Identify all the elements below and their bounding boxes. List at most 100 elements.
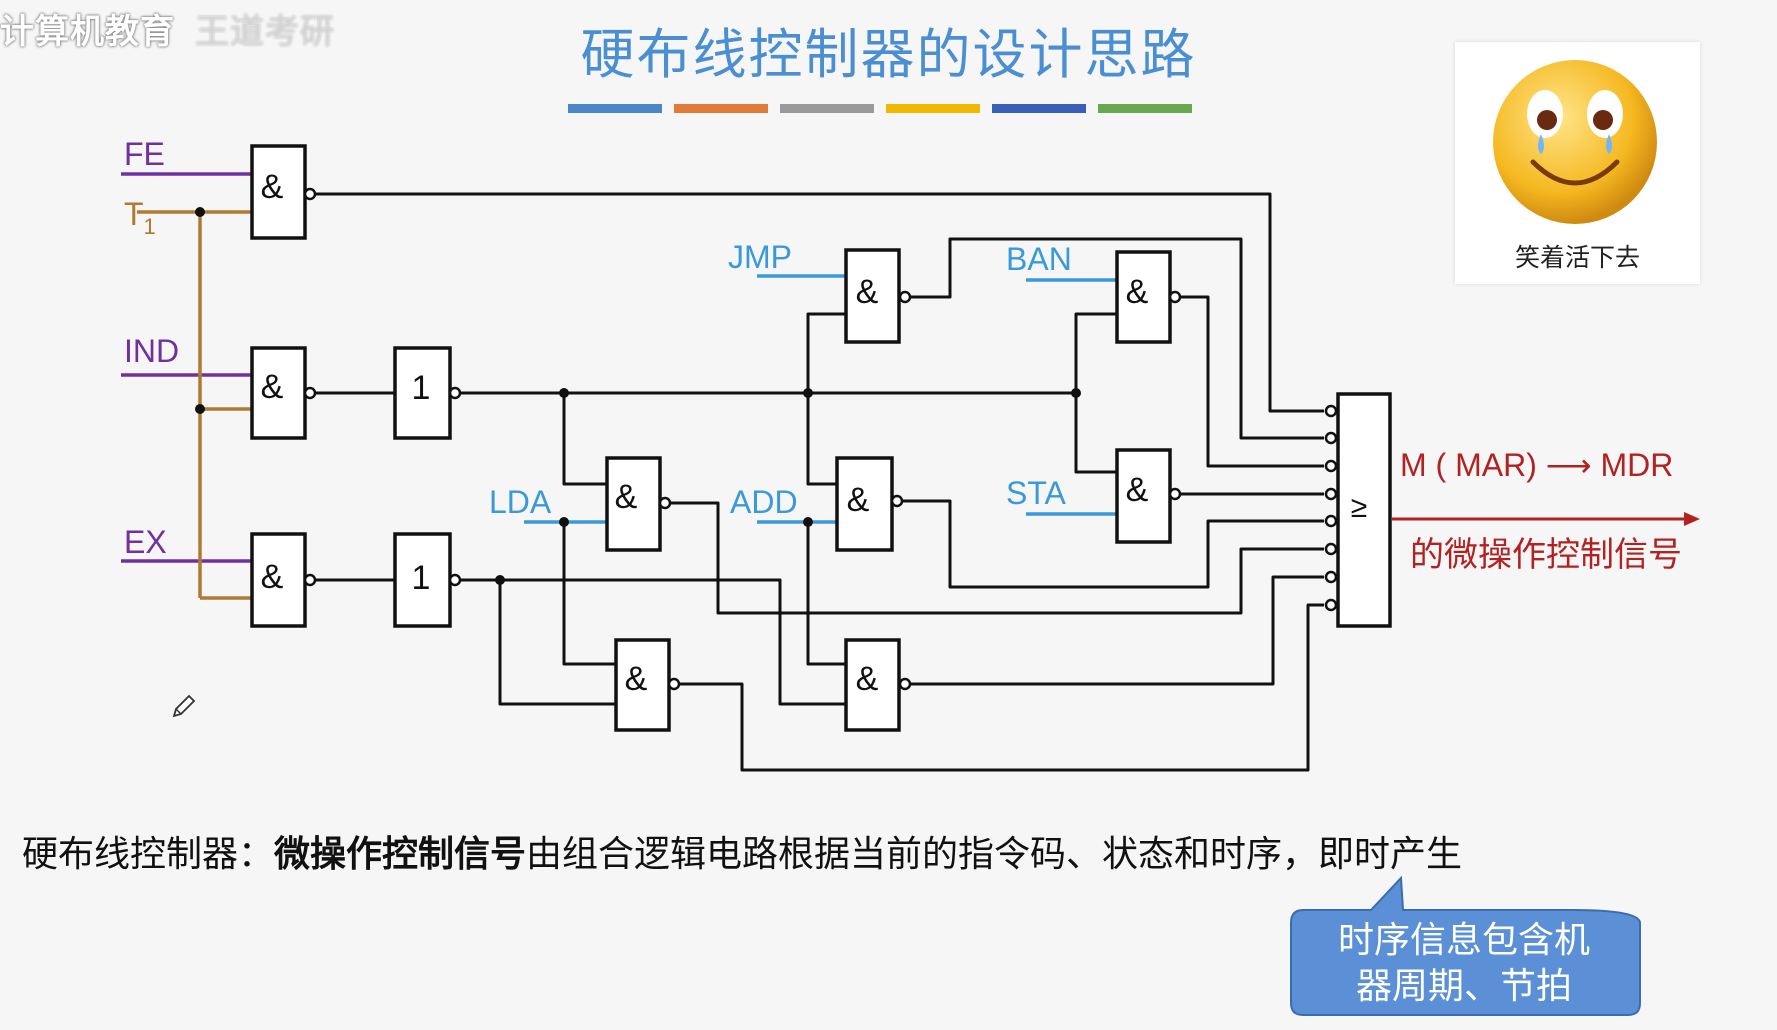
fe-label: FE (124, 136, 165, 172)
ban-gate-input-wire (1074, 312, 1117, 393)
inversion-bubble (448, 573, 462, 587)
circuit-diagram: & & & 1 1 & & & & & & & ≥ FE T1 IND EX J… (121, 136, 1700, 772)
inversion-bubble (1168, 290, 1182, 304)
inversion-bubble (1324, 514, 1338, 528)
gate-symbol: & (261, 368, 284, 406)
gate-symbol: ≥ (1351, 491, 1367, 524)
inversion-bubble (303, 573, 317, 587)
title-bar-segment-5 (992, 104, 1086, 113)
title-bar-segment-4 (886, 104, 980, 113)
add-gate-output-wire (902, 499, 1324, 589)
inversion-bubble (1168, 487, 1182, 501)
t1-label-sub: 1 (144, 214, 156, 239)
description-prefix: 硬布线控制器： (22, 834, 275, 875)
inversion-bubble (898, 677, 912, 691)
gate7-output-wire (679, 603, 1324, 772)
inversion-bubble (667, 677, 681, 691)
gate-symbol: & (261, 168, 284, 206)
inversion-bubble (303, 187, 317, 201)
emoji-card: 笑着活下去 (1455, 42, 1700, 284)
description-text: 硬布线控制器：微操作控制信号由组合逻辑电路根据当前的指令码、状态和时序，即时产生 (22, 825, 1462, 877)
junction-dot (803, 388, 813, 398)
output-label-line2: 的微操作控制信号 (1410, 535, 1682, 575)
inversion-bubble (1324, 542, 1338, 556)
callout-bubble (1290, 875, 1641, 1016)
junction-dot (195, 207, 205, 217)
junction-dot (559, 388, 569, 398)
inversion-bubble (1324, 570, 1338, 584)
gate-symbol: & (847, 481, 870, 519)
jmp-and-gate (844, 248, 901, 344)
gate-symbol: & (1126, 471, 1149, 509)
or-gate (1336, 392, 1392, 628)
gate7-input2-wire (498, 580, 616, 706)
and-gate-8 (844, 638, 901, 732)
gate8-input-wire (500, 578, 846, 706)
title-color-bar (568, 104, 1192, 113)
sta-gate-input-wire (1074, 393, 1117, 474)
inversion-bubble (658, 496, 672, 510)
page-title: 硬布线控制器的设计思路 (580, 23, 1197, 86)
add-label: ADD (730, 484, 798, 520)
gate8-input2-wire (806, 522, 846, 666)
watermark-main: 计算机教育 (0, 12, 175, 52)
gate-symbol: & (615, 478, 638, 516)
gate-symbol: 1 (412, 559, 431, 597)
title-bar-segment-3 (780, 104, 874, 113)
ban-gate-output-wire (1180, 295, 1324, 468)
lda-label: LDA (489, 484, 552, 520)
junction-dot (495, 575, 505, 585)
watermark: 计算机教育王道考研 (0, 4, 335, 53)
add-gate-input-wire (806, 393, 837, 486)
pencil-cursor-icon (172, 694, 196, 718)
gate-symbol: & (1126, 273, 1149, 311)
description-rest: 由组合逻辑电路根据当前的指令码、状态和时序，即时产生 (526, 834, 1463, 875)
lda-and-gate (605, 456, 662, 552)
inversion-bubble (1324, 404, 1338, 418)
junction-dot (1071, 388, 1081, 398)
gate-symbol: 1 (412, 369, 431, 407)
timing-info-callout (1290, 875, 1641, 1016)
gate-symbol: & (261, 558, 284, 596)
gate8-output-wire (911, 575, 1324, 686)
ex-label: EX (124, 524, 167, 560)
inversion-bubble (1324, 487, 1338, 501)
gate7-input-wire (562, 522, 616, 666)
lda-gate-output-wire (670, 501, 1324, 615)
title-bar-segment-1 (568, 104, 662, 113)
lda-gate-input-wire (562, 393, 607, 486)
junction-dot (559, 517, 569, 527)
fe-and-gate (250, 144, 307, 240)
callout-line-2: 器周期、节拍 (1355, 966, 1572, 1007)
title-bar-segment-2 (674, 104, 768, 113)
output-label-line1: M ( MAR) ⟶ MDR (1400, 447, 1673, 483)
description-bold: 微操作控制信号 (274, 834, 527, 875)
inversion-bubble (448, 386, 462, 400)
t1-label-main: T (124, 196, 144, 232)
inversion-bubble (890, 494, 904, 508)
inversion-bubble (1324, 598, 1338, 612)
jmp-gate-input-wire (806, 312, 846, 393)
jmp-label: JMP (728, 239, 792, 275)
inversion-bubble (1324, 459, 1338, 473)
callout-line-1: 时序信息包含机 (1337, 920, 1590, 961)
ban-label: BAN (1006, 241, 1072, 277)
emoji-caption: 笑着活下去 (1514, 243, 1640, 272)
inversion-bubble (303, 386, 317, 400)
ex-and-gate (250, 532, 307, 628)
gate-symbol: & (856, 273, 879, 311)
title-bar-segment-6 (1098, 104, 1192, 113)
gate-symbol: & (625, 660, 648, 698)
inversion-bubble (898, 290, 912, 304)
t1-label: T1 (124, 196, 156, 239)
output-arrow-head (1684, 512, 1700, 526)
junction-dot (195, 404, 205, 414)
junction-dot (803, 517, 813, 527)
callout-text: 时序信息包含机 器周期、节拍 (1295, 918, 1633, 1010)
inversion-bubble (1324, 431, 1338, 445)
ind-label: IND (124, 333, 179, 369)
sta-label: STA (1006, 475, 1067, 511)
gate-symbol: & (856, 660, 879, 698)
fe-gate-output-wire (314, 192, 1324, 413)
smiley-crying-icon (1493, 60, 1657, 224)
